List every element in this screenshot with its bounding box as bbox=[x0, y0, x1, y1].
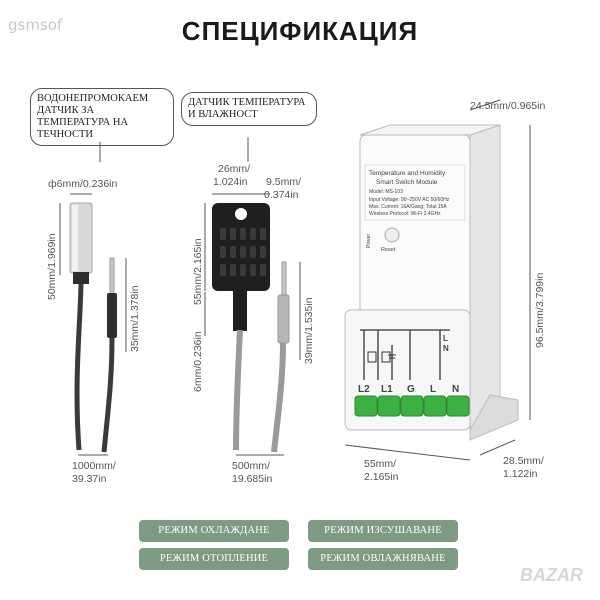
dim-module-depth-in: 1.122in bbox=[503, 468, 538, 480]
bazar-logo: BAZAR bbox=[520, 565, 583, 585]
device-model: Model: MS-103 bbox=[369, 189, 403, 195]
dim-cable2-length: 500mm/ bbox=[232, 460, 270, 472]
dim-sensor-depth: 9.5mm/ bbox=[266, 176, 302, 188]
dim-cable1-length-in: 39.37in bbox=[72, 473, 107, 485]
switch-module bbox=[344, 99, 531, 461]
device-current: Max. Current: 16A/Gang; Total 15A bbox=[369, 204, 447, 210]
dim-module-width: 55mm/ bbox=[364, 458, 397, 470]
dim-module-depth: 28.5mm/ bbox=[503, 455, 544, 467]
dim-sensor-neck: 6mm/0.236in bbox=[192, 331, 204, 392]
terminal-label: G bbox=[407, 384, 415, 395]
device-wireless: Wireless Protocol: Wi-Fi 2.4GHz bbox=[369, 211, 441, 217]
watermark: gsmsof bbox=[8, 16, 63, 34]
dim-probe-diameter: ф6mm/0.236in bbox=[48, 178, 118, 190]
waterproof-probe bbox=[59, 193, 127, 456]
mode-heating-button[interactable]: РЕЖИМ ОТОПЛЕНИЕ bbox=[139, 548, 289, 570]
dim-cable2-length-in: 19.685in bbox=[232, 473, 273, 485]
dim-plug1-length: 35mm/1.378in bbox=[129, 285, 141, 352]
device-label-line1: Temperature and Humidity bbox=[369, 170, 446, 177]
callout-humidity-sensor: ДАТЧИК ТЕМПЕРАТУРА И ВЛАЖНОСТ bbox=[181, 92, 317, 126]
humidity-sensor bbox=[204, 193, 301, 456]
mode-humidifying-button[interactable]: РЕЖИМ ОВЛАЖНЯВАНЕ bbox=[308, 548, 458, 570]
terminal-label: L2 bbox=[358, 384, 370, 395]
reset-label: Reset bbox=[381, 247, 396, 253]
dim-module-height: 96.5mm/3.799in bbox=[534, 272, 546, 348]
terminal-label: L bbox=[430, 384, 437, 395]
dim-probe-length: 50mm/1.969in bbox=[46, 233, 58, 300]
dim-sensor-width: 26mm/ bbox=[218, 163, 251, 175]
dim-module-width-in: 2.165in bbox=[364, 471, 399, 483]
dim-sensor-height: 55mm/2.165in bbox=[192, 238, 204, 305]
dim-cable1-length: 1000mm/ bbox=[72, 460, 116, 472]
power-label: Power bbox=[366, 233, 372, 248]
wire-label-l: L bbox=[443, 334, 448, 343]
dim-sensor-width-in: 1.024in bbox=[213, 176, 248, 188]
mode-cooling-button[interactable]: РЕЖИМ ОХЛАЖДАНЕ bbox=[139, 520, 289, 542]
dim-plug2-length: 39mm/1.535in bbox=[303, 297, 315, 364]
dim-sensor-depth-in: 0.374in bbox=[264, 189, 299, 201]
terminal-label: N bbox=[452, 384, 460, 395]
page-title: СПЕЦИФИКАЦИЯ bbox=[181, 16, 419, 46]
wire-label-n: N bbox=[443, 344, 449, 353]
device-label-line2: Smart Switch Module bbox=[376, 179, 438, 186]
device-input: Input Voltage: 90~250V AC 50/60Hz bbox=[369, 197, 450, 203]
callout-waterproof-sensor: ВОДОНЕПРОМОКАЕМ ДАТЧИК ЗА ТЕМПЕРАТУРА НА… bbox=[30, 88, 174, 146]
terminal-label: L1 bbox=[381, 384, 393, 395]
mode-drying-button[interactable]: РЕЖИМ ИЗСУШАВАНЕ bbox=[308, 520, 458, 542]
dim-module-top: 24.5mm/0.965in bbox=[470, 100, 546, 112]
